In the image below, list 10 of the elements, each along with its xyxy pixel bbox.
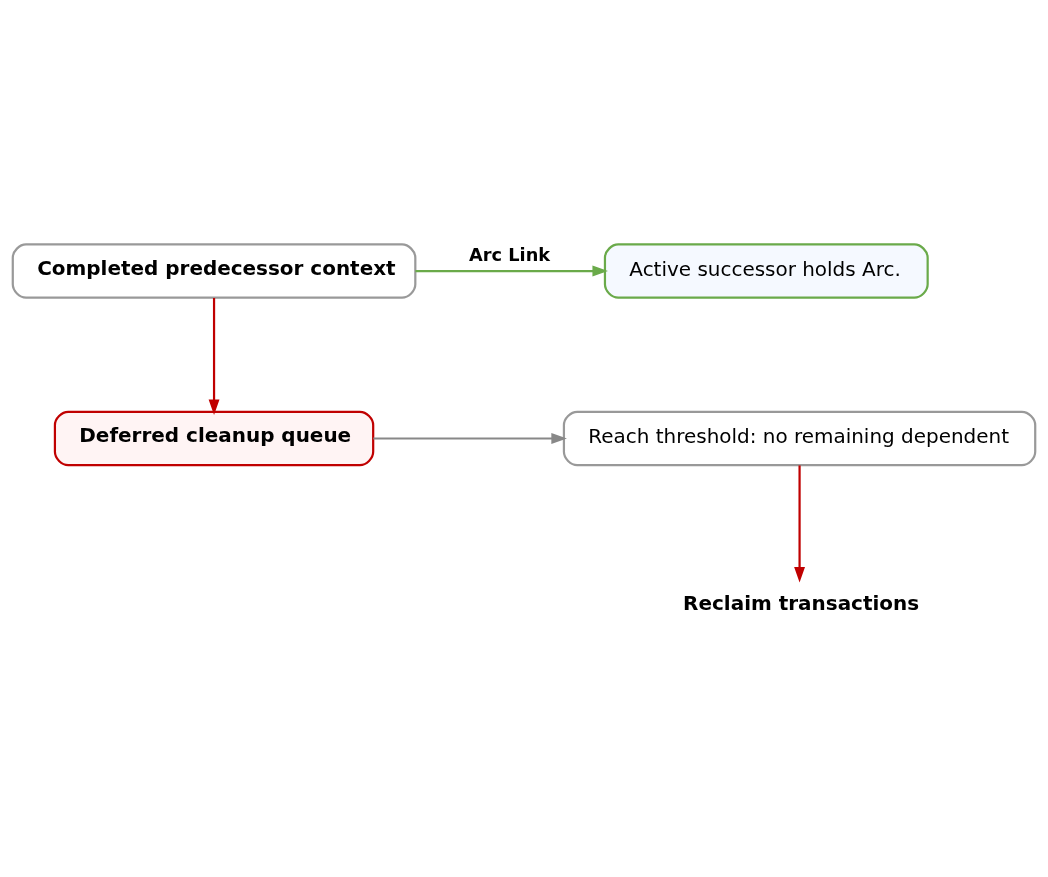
node-text: Reclaim transactions <box>683 590 920 615</box>
arrow <box>415 265 608 277</box>
arrow <box>794 465 805 583</box>
node-box: Active successor holds Arc. <box>603 243 929 299</box>
node-box: Completed predecessor context <box>11 243 417 299</box>
arrow <box>373 433 567 444</box>
node-box: Reach threshold: no remaining dependent <box>562 410 1037 467</box>
edge-label: Arc Link <box>469 244 551 265</box>
node-box: Deferred cleanup queue <box>53 410 375 467</box>
arrow <box>208 298 220 416</box>
